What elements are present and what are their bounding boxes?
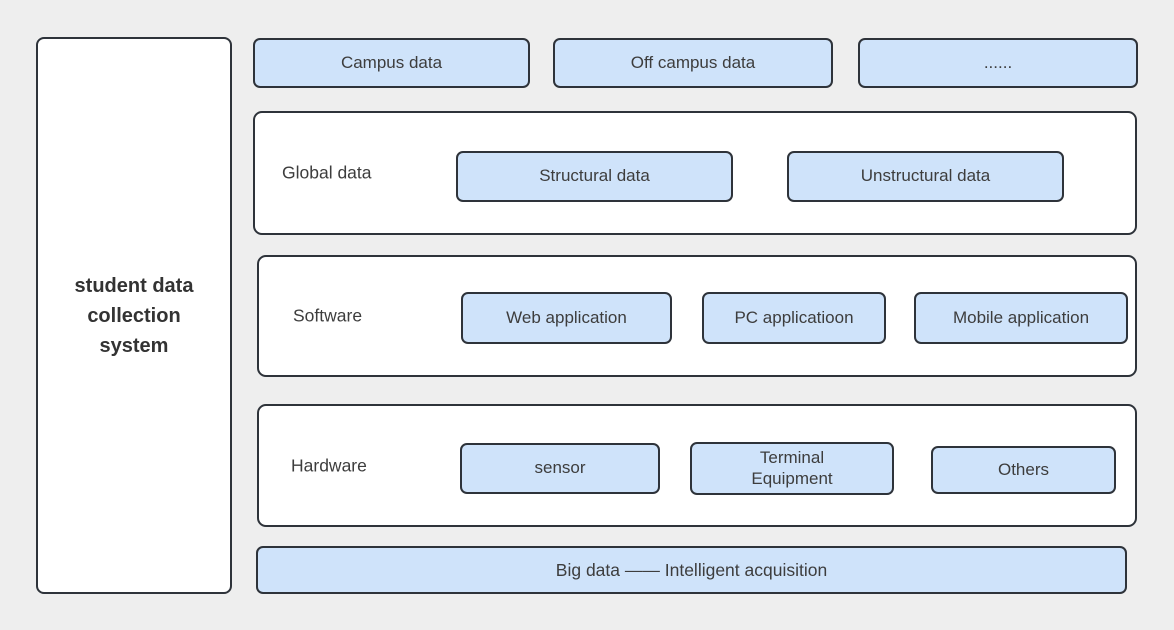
node-pc-application: PC applicatioon <box>702 292 886 344</box>
node-sensor: sensor <box>460 443 660 494</box>
section-software: Software Web application PC applicatioon… <box>257 255 1137 377</box>
section-global-data: Global data Structural data Unstructural… <box>253 111 1137 235</box>
node-mobile-application: Mobile application <box>914 292 1128 344</box>
node-others: Others <box>931 446 1116 494</box>
section-hardware: Hardware sensor Terminal Equipment Other… <box>257 404 1137 527</box>
node-structural-data: Structural data <box>456 151 733 202</box>
node-off-campus-data: Off campus data <box>553 38 833 88</box>
node-ellipsis: ...... <box>858 38 1138 88</box>
section-label-hardware: Hardware <box>291 455 367 475</box>
section-label-global-data: Global data <box>282 162 372 183</box>
section-label-software: Software <box>293 305 363 326</box>
node-terminal-equipment: Terminal Equipment <box>690 442 894 495</box>
footer-bar: Big data —— Intelligent acquisition <box>256 546 1127 594</box>
side-title-box: student data collection system <box>36 37 232 594</box>
side-title-text: student data collection system <box>74 274 194 357</box>
node-web-application: Web application <box>461 292 672 344</box>
node-campus-data: Campus data <box>253 38 530 88</box>
node-unstructural-data: Unstructural data <box>787 151 1064 202</box>
